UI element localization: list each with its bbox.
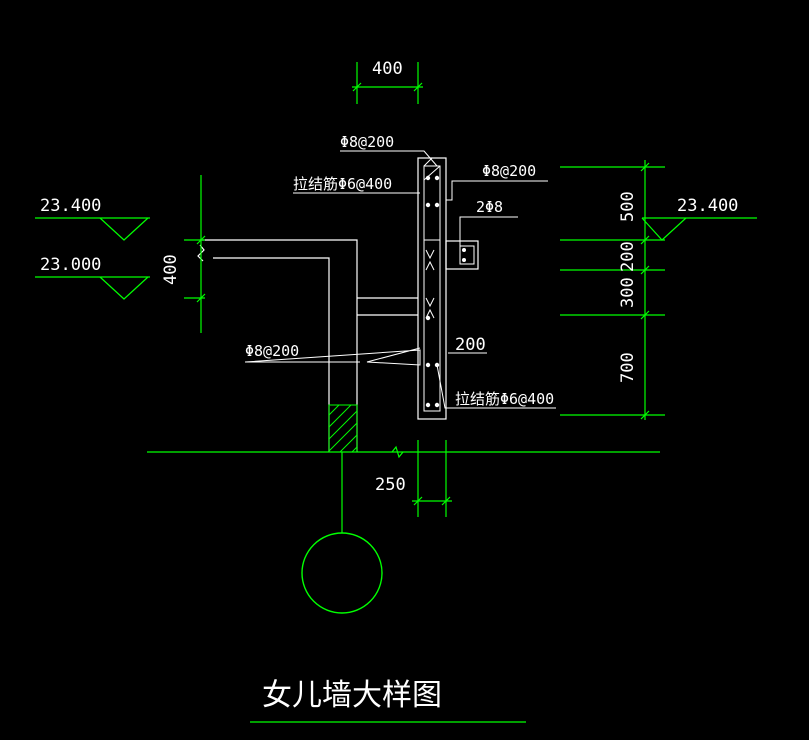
elevation-left-upper (35, 217, 150, 241)
label-top-tie-rebar: 拉结筋Φ6@400 (293, 175, 392, 193)
dim-bottom-width-label: 250 (375, 475, 406, 495)
dim-right-700: 700 (618, 352, 638, 383)
rebar-dots (425, 175, 440, 408)
dim-right-200: 200 (618, 241, 638, 272)
label-right-main-rebar: Φ8@200 (482, 162, 536, 180)
slab-outline-outer (200, 239, 358, 452)
label-bottom-tie-rebar: 拉结筋Φ6@400 (455, 390, 554, 408)
elevation-left-lower-label: 23.000 (40, 255, 101, 275)
dim-bottom-width (412, 440, 452, 517)
dim-left-height (184, 175, 206, 333)
label-ledge-rebar: 2Φ8 (476, 198, 503, 216)
dim-left-height-label: 400 (161, 254, 181, 285)
dim-right-stack (560, 160, 665, 420)
drawing-title: 女儿墙大样图 (262, 678, 442, 713)
dim-top-width-label: 400 (372, 59, 403, 79)
parapet-column-outline (417, 157, 447, 420)
elevation-right (641, 217, 757, 241)
ledge-beam-cage (459, 245, 475, 265)
section-marker-circle (301, 532, 383, 614)
elevation-left-upper-label: 23.400 (40, 196, 101, 216)
dim-right-500: 500 (618, 191, 638, 222)
label-top-main-rebar: Φ8@200 (340, 133, 394, 151)
dim-right-300: 300 (618, 277, 638, 308)
dim-top-width (352, 62, 423, 104)
wall-hatch (328, 404, 358, 453)
slab-outline-inner (213, 257, 330, 452)
dim-beam-offset-label: 200 (455, 335, 486, 355)
elevation-left-lower (35, 276, 150, 300)
column-joint-marks-upper (424, 239, 440, 271)
slab-rebar (244, 347, 421, 366)
leader-lines (245, 150, 556, 409)
ledge-beam-outline (445, 240, 479, 270)
ground-break-symbol (391, 445, 404, 459)
label-slab-rebar: Φ8@200 (245, 342, 299, 360)
parapet-rebar-cage (423, 165, 441, 412)
ledge-rebar-dots (462, 248, 466, 262)
elevation-right-label: 23.400 (677, 196, 738, 216)
column-joint-marks-lower (425, 297, 435, 319)
